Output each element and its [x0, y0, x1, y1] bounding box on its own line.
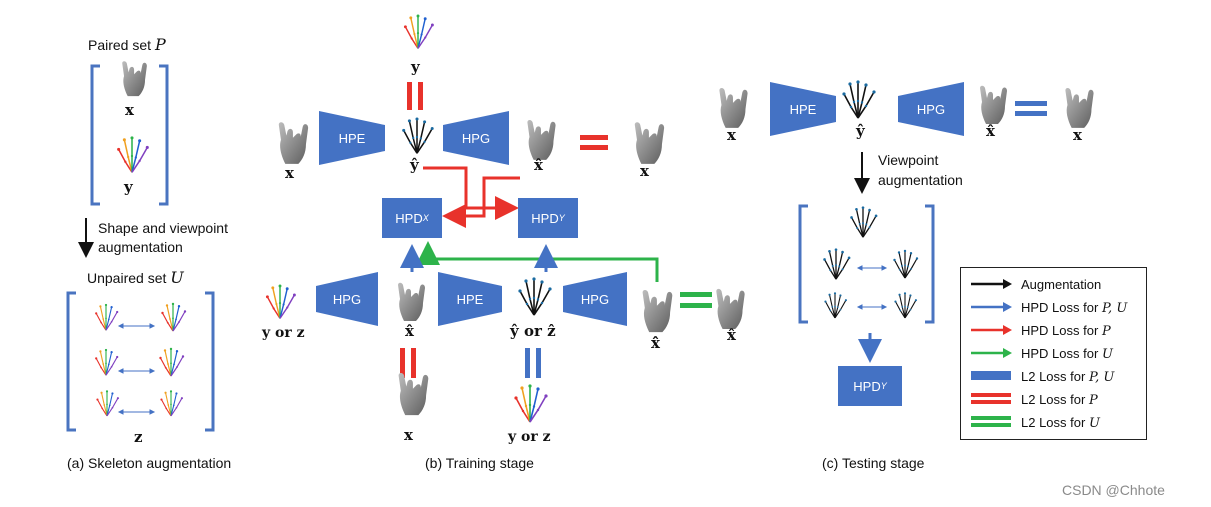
hand-skeleton — [95, 348, 119, 376]
hand-image — [527, 120, 556, 160]
hand-skeleton — [117, 136, 149, 173]
paired-y-label: y — [124, 178, 133, 196]
y-hat-label: ŷ — [410, 156, 419, 174]
viewpoint-aug-label-2: augmentation — [878, 172, 963, 188]
augmented-set-bracket — [798, 204, 935, 324]
eq-blue-vertical-bottom — [525, 348, 541, 378]
y-or-z-left-label: y or z — [262, 325, 305, 341]
hand-skeleton — [824, 292, 847, 319]
hand-image — [122, 61, 147, 97]
hand-image — [716, 288, 745, 330]
eq-red-vertical-bottom — [400, 348, 416, 378]
x-label-c: x — [727, 126, 736, 144]
hand-skeleton — [823, 248, 851, 280]
hand-skeleton — [893, 249, 919, 279]
skeleton-pair-arrows — [117, 323, 156, 415]
hand-image — [278, 122, 309, 164]
x-hat-hat-label: x̂̂ — [651, 334, 660, 352]
unpaired-set-title: Unpaired set U — [87, 268, 184, 287]
hand-image — [719, 88, 748, 128]
hand-skeleton — [161, 302, 187, 332]
caption-b: (b) Training stage — [425, 455, 534, 471]
hand-image — [980, 85, 1007, 124]
legend-item-hpd-loss-p: HPD Loss for P — [969, 320, 1144, 340]
hand-image — [398, 282, 425, 321]
y-hat-or-z-hat-label: ŷ or ẑ — [510, 322, 556, 340]
paired-x-label: x — [125, 101, 134, 119]
legend-item-augmentation: Augmentation — [969, 274, 1144, 294]
x-bottom-label: x — [404, 426, 413, 444]
hpd-loss-p-arrows — [423, 166, 520, 228]
caption-a: (a) Skeleton augmentation — [67, 455, 232, 471]
hand-skeleton — [402, 117, 434, 154]
hand-image — [634, 122, 665, 164]
x-hat-mid-label: x̂ — [405, 322, 414, 340]
caption-c: (c) Testing stage — [822, 455, 925, 471]
x-right-label: x — [640, 162, 649, 180]
eq-green-horizontal — [680, 292, 712, 308]
hand-skeleton — [96, 390, 119, 417]
eq-red-vertical-top — [407, 82, 423, 110]
x-left-label: x — [285, 164, 294, 182]
legend-item-l2-loss-pu: L2 Loss for P, U — [969, 366, 1144, 386]
legend-item-hpd-loss-pu: HPD Loss for P, U — [969, 297, 1144, 317]
hand-image — [642, 290, 673, 333]
hand-skeleton — [850, 206, 878, 238]
y-or-z-bottom-label: y or z — [508, 429, 551, 445]
hand-skeleton — [842, 80, 876, 119]
top-y-label: y — [411, 58, 420, 76]
hand-skeleton — [159, 347, 185, 377]
x-right-label-c: x — [1073, 126, 1082, 144]
legend: Augmentation HPD Loss for P, U HPD Loss … — [960, 267, 1147, 440]
x-hat-right-label: x̂ — [727, 326, 736, 344]
hand-skeleton — [403, 14, 434, 49]
x-hat-label: x̂ — [534, 156, 543, 174]
x-hat-label-c: x̂ — [986, 122, 995, 140]
eq-blue-horizontal-c — [1015, 101, 1047, 116]
hand-skeleton — [518, 277, 552, 316]
hand-skeleton — [265, 284, 296, 319]
hand-image — [398, 373, 429, 416]
unpaired-set-bracket — [66, 291, 215, 432]
augmented-pair-arrows — [856, 265, 888, 310]
unpaired-z-label: z — [134, 428, 143, 446]
hand-skeleton — [514, 384, 548, 423]
paired-set-bracket — [90, 64, 169, 206]
watermark: CSDN @Chhote — [1062, 482, 1165, 498]
legend-item-l2-loss-p: L2 Loss for P — [969, 389, 1144, 409]
hand-image — [1065, 88, 1094, 128]
y-hat-label-c: ŷ — [856, 122, 865, 140]
viewpoint-aug-label-1: Viewpoint — [878, 152, 939, 168]
eq-red-horizontal-right — [580, 135, 608, 150]
shape-viewpoint-label-2: augmentation — [98, 239, 183, 255]
hand-skeleton — [160, 390, 183, 417]
hand-skeleton — [894, 292, 917, 319]
shape-viewpoint-label-1: Shape and viewpoint — [98, 220, 228, 236]
paired-set-title: Paired set P — [88, 35, 166, 54]
hand-skeleton — [95, 303, 119, 331]
legend-item-hpd-loss-u: HPD Loss for U — [969, 343, 1144, 363]
legend-item-l2-loss-u: L2 Loss for U — [969, 412, 1144, 432]
